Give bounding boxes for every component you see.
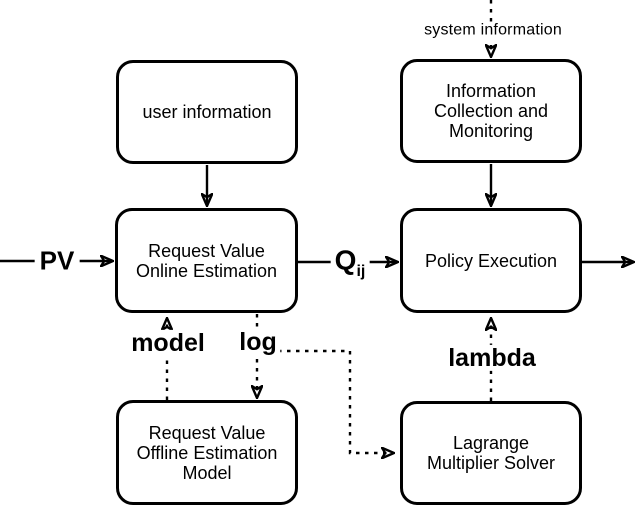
label-qij: Qij <box>330 244 370 281</box>
label-pv: PV <box>34 247 80 275</box>
label-model: model <box>128 330 208 356</box>
label-qij-subscript: ij <box>356 262 366 280</box>
arrow-log-to-lagrange <box>278 349 392 453</box>
box-online-estimation: Request Value Online Estimation <box>115 208 298 313</box>
box-online-estimation-label: Request Value Online Estimation <box>135 240 278 281</box>
box-information-collection: Information Collection and Monitoring <box>400 59 582 163</box>
box-information-collection-label: Information Collection and Monitoring <box>433 81 549 141</box>
label-qij-main: Q <box>334 244 357 276</box>
box-lagrange-multiplier-solver: Lagrange Multiplier Solver <box>400 401 582 505</box>
box-user-information-label: user information <box>142 102 272 122</box>
label-system-information: system information <box>420 21 566 41</box>
box-user-information: user information <box>116 60 298 164</box>
box-offline-estimation-model: Request Value Offline Estimation Model <box>116 400 298 505</box>
label-log: log <box>236 329 280 355</box>
box-policy-execution-label: Policy Execution <box>424 250 558 271</box>
box-policy-execution: Policy Execution <box>400 208 582 313</box>
label-lambda: lambda <box>445 345 539 371</box>
box-offline-estimation-model-label: Request Value Offline Estimation Model <box>136 422 278 483</box>
box-lagrange-multiplier-solver-label: Lagrange Multiplier Solver <box>426 433 556 473</box>
